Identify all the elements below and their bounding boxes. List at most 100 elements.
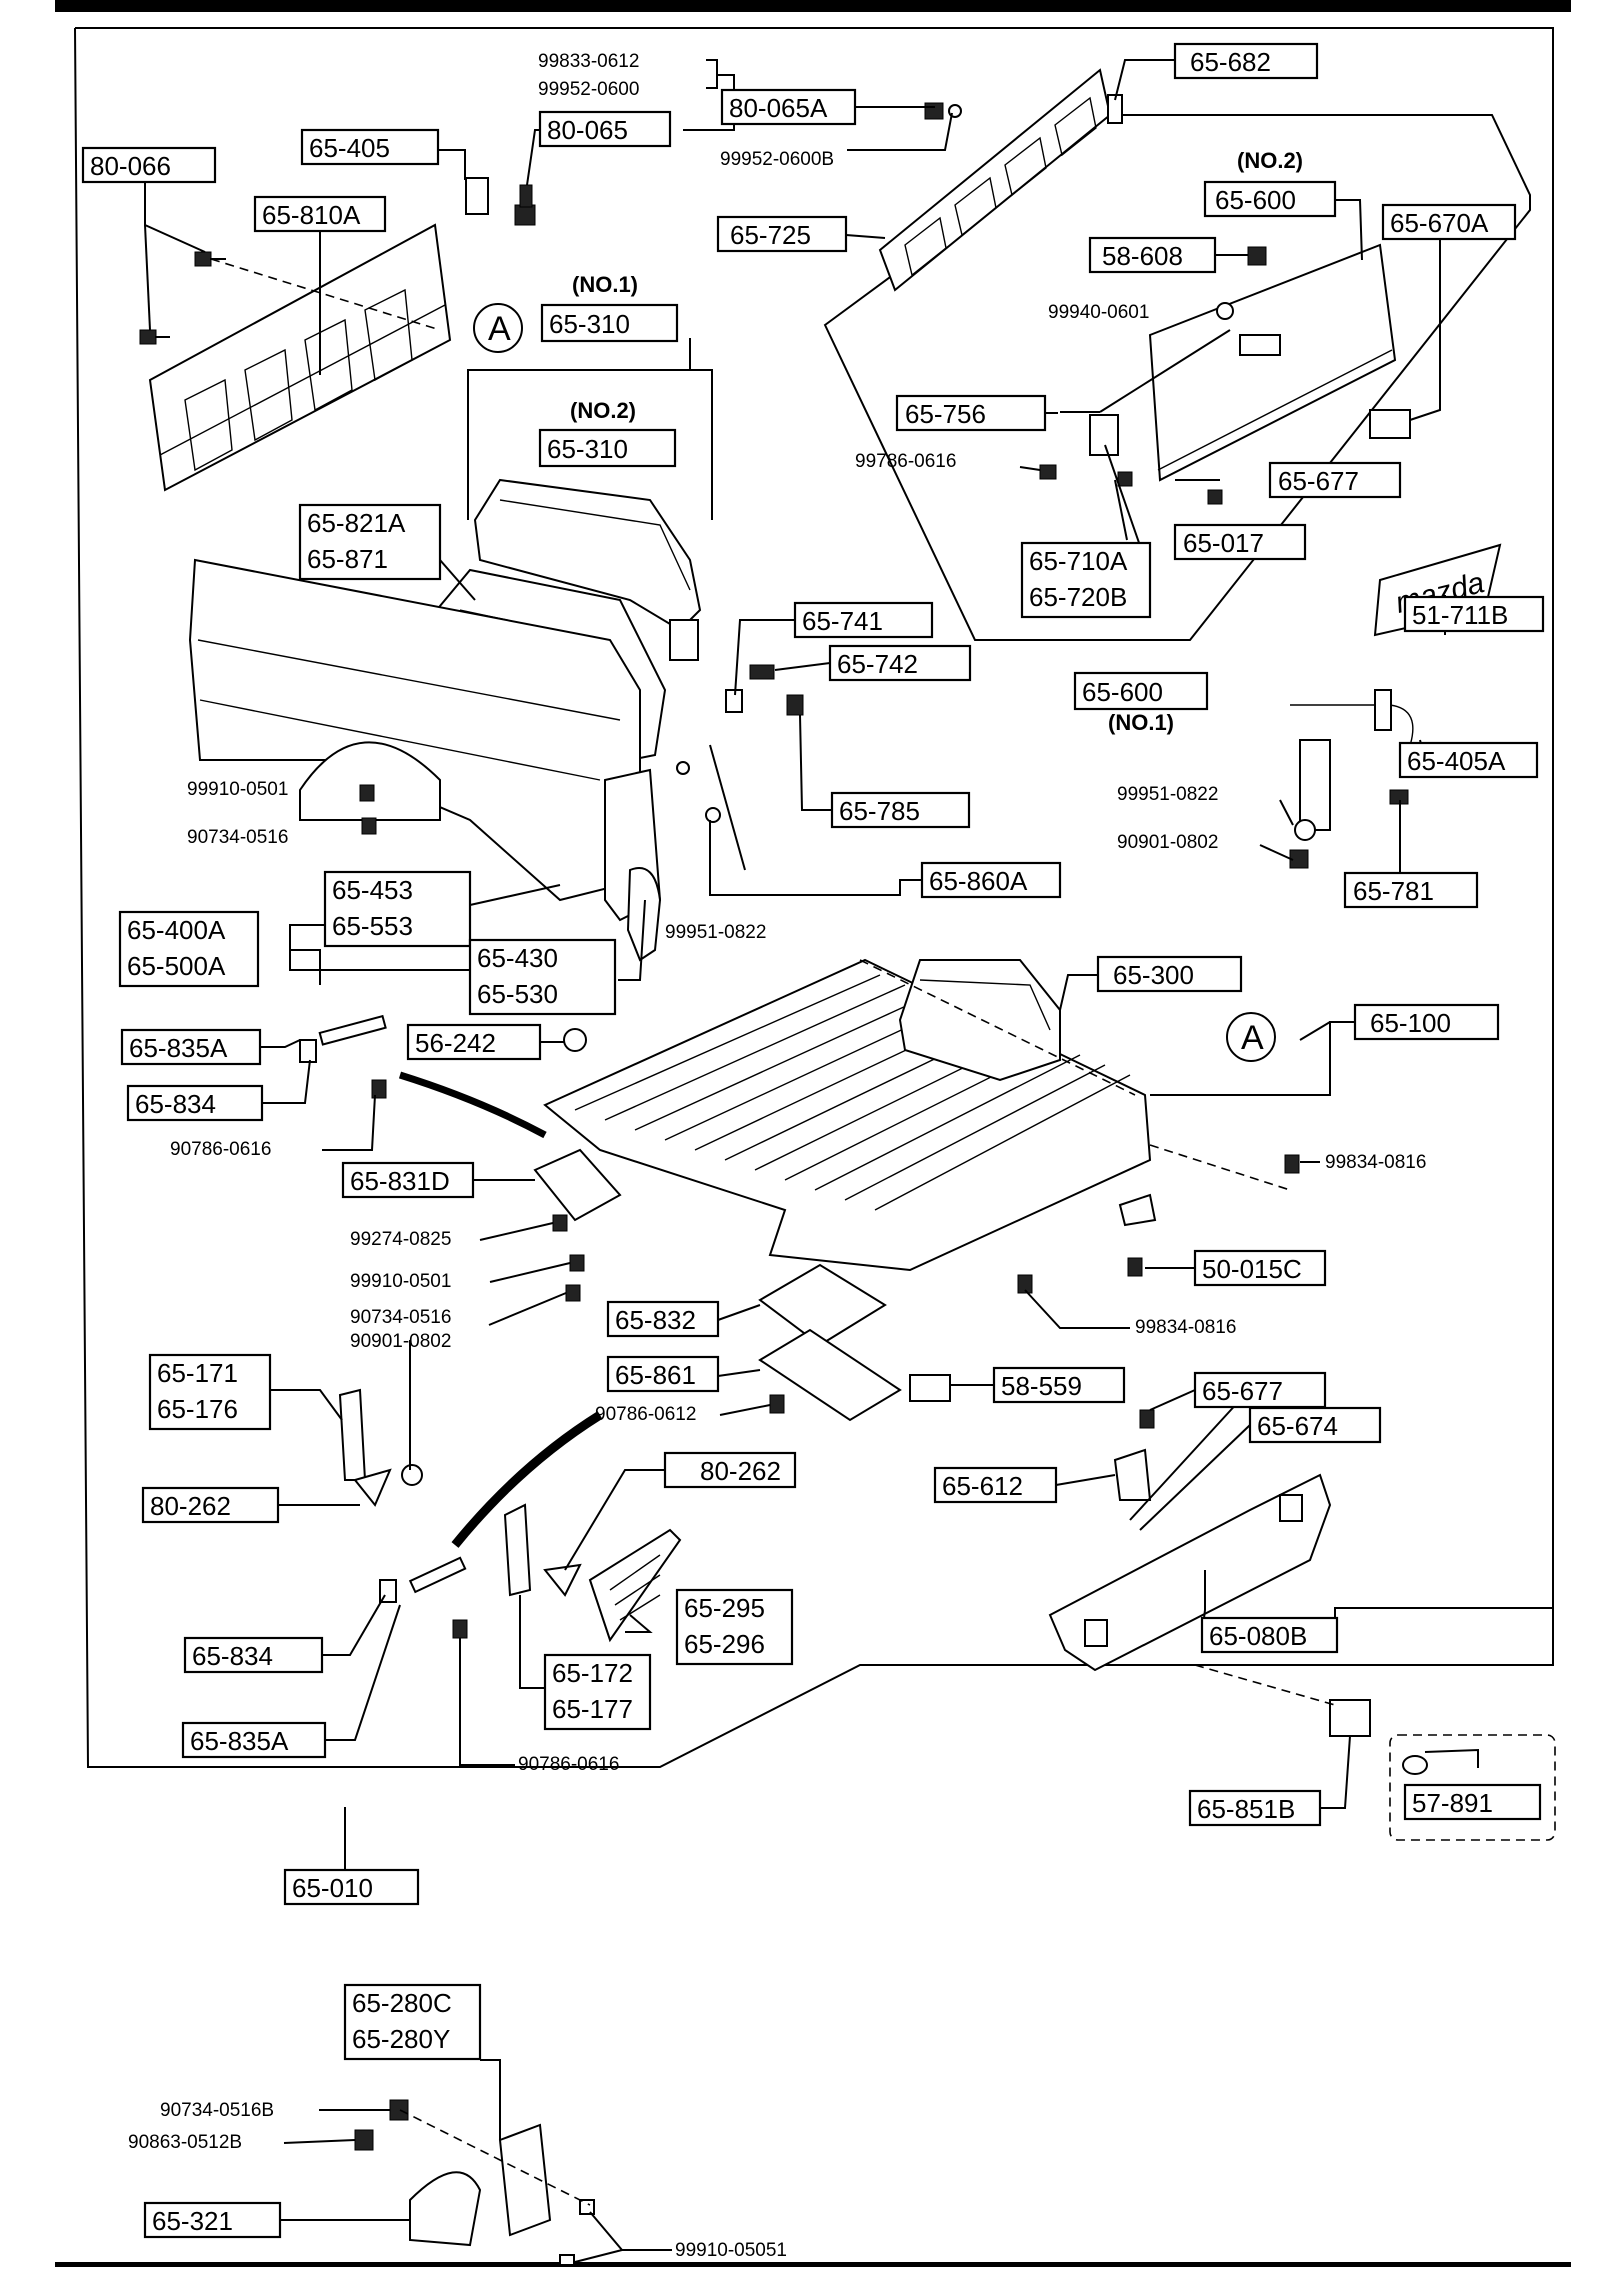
label-65-677-top: 65-677 <box>1268 461 1402 499</box>
plain-labels: 99833-0612 99952-0600 99952-0600B (NO.1)… <box>128 51 1426 2261</box>
cable-65-860A <box>705 744 746 871</box>
front-panel-65-810A <box>148 223 452 492</box>
svg-text:65-300: 65-300 <box>1113 960 1194 990</box>
label-58-608: 58-608 <box>1088 236 1217 274</box>
svg-text:65-453: 65-453 <box>332 875 413 905</box>
label-65-682: 65-682 <box>1173 42 1319 80</box>
svg-text:65-017: 65-017 <box>1183 528 1264 558</box>
label-65-781: 65-781 <box>1343 871 1479 909</box>
label-65-832: 65-832 <box>606 1300 720 1338</box>
svg-text:65-781: 65-781 <box>1353 876 1434 906</box>
lamp-65-851B <box>1329 1699 1371 1737</box>
svg-text:57-891: 57-891 <box>1412 1788 1493 1818</box>
svg-text:65-871: 65-871 <box>307 544 388 574</box>
svg-text:65-670A: 65-670A <box>1390 208 1489 238</box>
svg-text:65-405A: 65-405A <box>1407 746 1506 776</box>
label-65-612: 65-612 <box>933 1466 1058 1504</box>
svg-text:90734-0516: 90734-0516 <box>187 827 288 848</box>
label-65-835A-bottom: 65-835A <box>181 1721 327 1759</box>
tailgate-outline <box>823 114 1531 641</box>
label-65-405A: 65-405A <box>1398 741 1539 779</box>
svg-text:65-600: 65-600 <box>1215 185 1296 215</box>
label-65-010: 65-010 <box>283 1868 420 1906</box>
rear-sill-65-080B <box>1048 1473 1332 1672</box>
svg-text:65-834: 65-834 <box>135 1089 216 1119</box>
label-65-674: 65-674 <box>1248 1406 1382 1444</box>
label-80-066: 80-066 <box>81 146 217 184</box>
side-panel-65-400A <box>188 558 641 902</box>
svg-text:65-400A: 65-400A <box>127 915 226 945</box>
svg-text:99834-0816: 99834-0816 <box>1135 1317 1236 1338</box>
svg-text:(NO.1): (NO.1) <box>1108 710 1174 735</box>
bolt-65-017 <box>1117 471 1133 487</box>
svg-text:99952-0600B: 99952-0600B <box>720 149 834 170</box>
label-65-851B: 65-851B <box>1188 1789 1322 1827</box>
washer-99951-0822 <box>676 761 690 775</box>
svg-text:65-834: 65-834 <box>192 1641 273 1671</box>
post-65-430 <box>604 768 662 962</box>
svg-text:90901-0802: 90901-0802 <box>350 1331 451 1352</box>
bolt-80-066-a <box>194 251 226 267</box>
screw-65-677-top <box>1207 489 1223 505</box>
svg-text:65-321: 65-321 <box>152 2206 233 2236</box>
screw-99834-0816 <box>1017 1154 1300 1294</box>
svg-text:65-741: 65-741 <box>802 606 883 636</box>
svg-text:65-725: 65-725 <box>730 220 811 250</box>
grommet-56-242 <box>563 1028 587 1052</box>
bolts-center <box>552 1214 585 1302</box>
svg-text:65-080B: 65-080B <box>1209 1621 1307 1651</box>
svg-text:65-430: 65-430 <box>477 943 558 973</box>
svg-text:65-677: 65-677 <box>1278 466 1359 496</box>
label-65-400A: 65-400A 65-500A <box>118 910 260 988</box>
svg-text:65-600: 65-600 <box>1082 677 1163 707</box>
svg-text:65-172: 65-172 <box>552 1658 633 1688</box>
floor-65-100 <box>543 958 1152 1272</box>
svg-text:65-100: 65-100 <box>1370 1008 1451 1038</box>
bolt-90786-0616-top <box>371 1079 387 1099</box>
svg-text:90786-0616: 90786-0616 <box>170 1139 271 1160</box>
svg-text:80-262: 80-262 <box>150 1491 231 1521</box>
svg-text:65-756: 65-756 <box>905 399 986 429</box>
bottom-rule <box>55 2262 1571 2267</box>
svg-text:65-296: 65-296 <box>684 1629 765 1659</box>
svg-text:65-832: 65-832 <box>615 1305 696 1335</box>
label-65-321: 65-321 <box>143 2201 282 2239</box>
bolt-58-559 <box>909 1374 951 1402</box>
label-65-300: 65-300 <box>1096 955 1243 993</box>
label-80-065A: 80-065A <box>720 88 857 126</box>
label-65-725: 65-725 <box>716 215 848 253</box>
label-65-742: 65-742 <box>828 644 972 682</box>
svg-text:90786-0616: 90786-0616 <box>518 1754 619 1775</box>
bolt-80-066-b <box>139 329 170 345</box>
svg-text:99910-0501: 99910-0501 <box>187 779 288 800</box>
label-65-861: 65-861 <box>606 1355 720 1393</box>
svg-text:58-559: 58-559 <box>1001 1371 1082 1401</box>
svg-text:99833-0612: 99833-0612 <box>538 51 639 72</box>
label-65-860A: 65-860A <box>920 861 1062 899</box>
boxed-labels: 80-066 65-405 65-810A 65-310 65-310 65-8… <box>81 42 1545 2239</box>
label-65-100: 65-100 <box>1353 1003 1500 1041</box>
svg-text:99274-0825: 99274-0825 <box>350 1229 451 1250</box>
svg-text:65-831D: 65-831D <box>350 1166 450 1196</box>
nut-58-608 <box>1247 246 1267 266</box>
svg-text:99952-0600: 99952-0600 <box>538 79 639 100</box>
svg-text:90863-0512B: 90863-0512B <box>128 2132 242 2153</box>
svg-text:99910-05051: 99910-05051 <box>675 2240 787 2261</box>
bracket-80-262-right <box>543 1563 582 1597</box>
svg-text:56-242: 56-242 <box>415 1028 496 1058</box>
svg-text:65-612: 65-612 <box>942 1471 1023 1501</box>
svg-text:65-177: 65-177 <box>552 1694 633 1724</box>
label-65-835A-top: 65-835A <box>120 1028 262 1066</box>
svg-text:65-710A: 65-710A <box>1029 546 1128 576</box>
svg-text:65-500A: 65-500A <box>127 951 226 981</box>
bracket-65-612 <box>1113 1448 1152 1501</box>
svg-text:65-176: 65-176 <box>157 1394 238 1424</box>
label-80-262-left: 80-262 <box>141 1486 280 1524</box>
label-65-810A: 65-810A <box>253 195 387 233</box>
svg-text:65-682: 65-682 <box>1190 47 1271 77</box>
bolt-90786-0612 <box>769 1394 785 1414</box>
svg-text:99951-0822: 99951-0822 <box>1117 784 1218 805</box>
svg-text:65-835A: 65-835A <box>190 1726 289 1756</box>
label-80-065: 80-065 <box>538 110 672 148</box>
